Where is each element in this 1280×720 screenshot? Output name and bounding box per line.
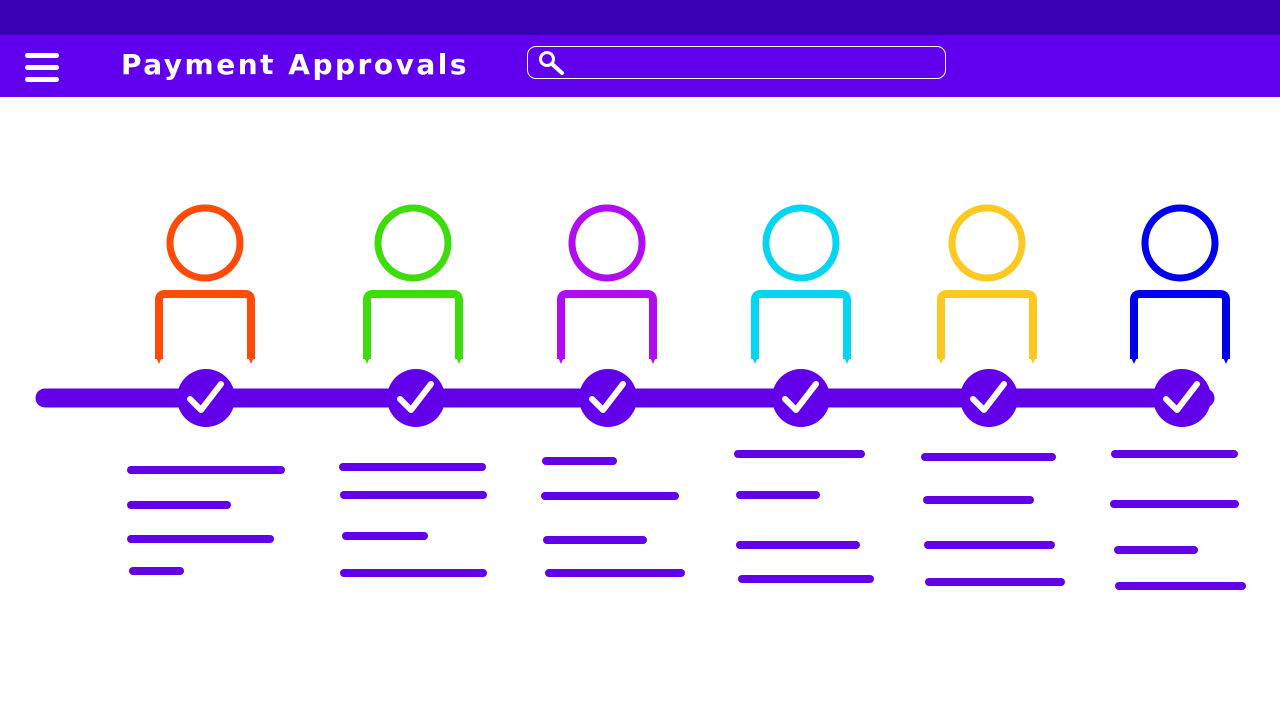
person-arm-tip (751, 355, 759, 364)
person-icon (557, 204, 657, 364)
check-icon (782, 381, 819, 413)
approved-badge (387, 369, 445, 427)
person-arm-tip (155, 355, 163, 364)
badge-circle (772, 369, 830, 427)
page-title: Payment Approvals (121, 48, 469, 81)
search-bar[interactable] (527, 46, 946, 79)
person-arm-tip (557, 355, 565, 364)
timeline-graphic (35, 204, 1246, 590)
person-arm-tip (843, 355, 851, 364)
person-head (568, 204, 646, 282)
person-head (762, 204, 840, 282)
person-arm-tip (1130, 355, 1138, 364)
approved-badge (579, 369, 637, 427)
person-icon (1130, 204, 1230, 364)
person-head (1141, 204, 1219, 282)
approved-badge (1153, 369, 1211, 427)
approver-step[interactable] (921, 204, 1065, 586)
check-icon (1163, 381, 1200, 413)
check-icon (397, 381, 434, 413)
approver-step[interactable] (339, 204, 487, 577)
person-body (557, 290, 657, 359)
badge-circle (579, 369, 637, 427)
person-arm-tip (937, 355, 945, 364)
person-arm-tip (1029, 355, 1037, 364)
badge-circle (177, 369, 235, 427)
check-icon (970, 381, 1007, 413)
person-body (937, 290, 1037, 359)
person-body (155, 290, 255, 359)
person-body (1130, 290, 1230, 359)
check-icon (187, 381, 224, 413)
status-bar (0, 0, 1280, 35)
approver-step[interactable] (127, 204, 285, 575)
badge-circle (960, 369, 1018, 427)
approved-badge (772, 369, 830, 427)
person-arm-tip (455, 355, 463, 364)
person-icon (751, 204, 851, 364)
person-icon (363, 204, 463, 364)
person-icon (937, 204, 1037, 364)
approved-badge (960, 369, 1018, 427)
search-icon (539, 51, 564, 75)
person-head (166, 204, 244, 282)
person-head (948, 204, 1026, 282)
hamburger-menu-icon (20, 50, 64, 86)
search-input[interactable] (568, 51, 942, 77)
approver-step[interactable] (734, 204, 874, 583)
approval-timeline (0, 97, 1280, 720)
person-body (751, 290, 851, 359)
approved-badge (177, 369, 235, 427)
person-arm-tip (649, 355, 657, 364)
person-body (363, 290, 463, 359)
person-head (374, 204, 452, 282)
person-arm-tip (363, 355, 371, 364)
person-arm-tip (247, 355, 255, 364)
approver-step[interactable] (541, 204, 685, 577)
person-icon (155, 204, 255, 364)
approver-step[interactable] (1110, 204, 1246, 590)
badge-circle (1153, 369, 1211, 427)
check-icon (589, 381, 626, 413)
menu-button[interactable] (20, 50, 64, 86)
person-arm-tip (1222, 355, 1230, 364)
app-bar: Payment Approvals (0, 35, 1280, 97)
badge-circle (387, 369, 445, 427)
